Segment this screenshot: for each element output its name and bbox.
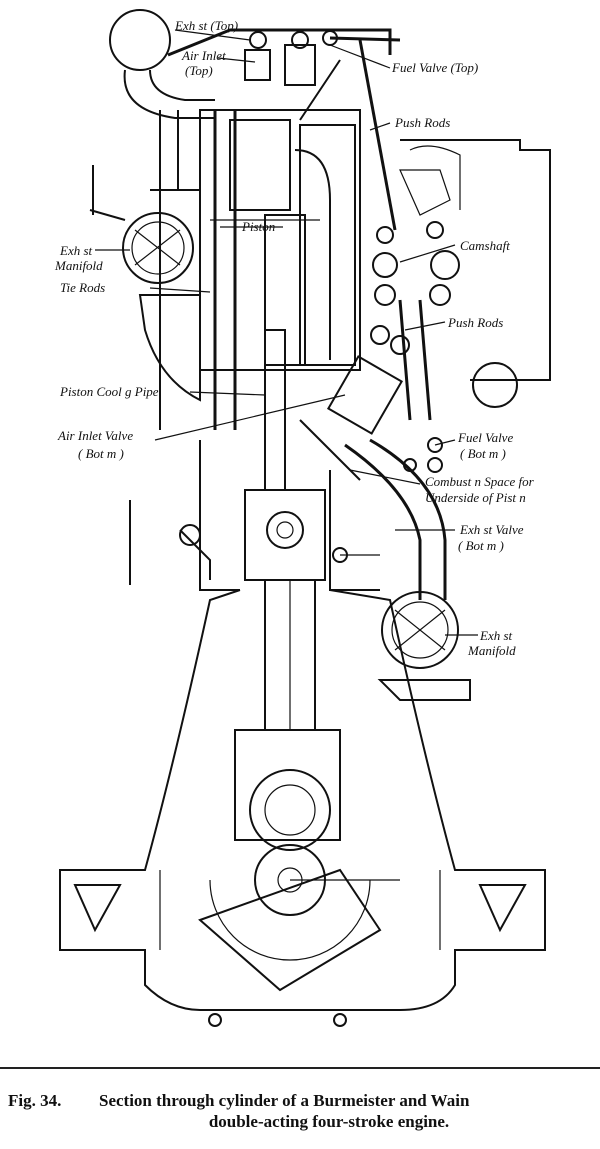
label-tie-rods: Tie Rods — [60, 280, 106, 295]
left-exhaust-manifold — [122, 212, 194, 284]
label-fuel-valve-bot: Fuel Valve — [458, 430, 514, 445]
figure-number: Fig. 34. — [8, 1091, 62, 1110]
left-frame — [89, 110, 201, 430]
label-piston: Piston — [242, 219, 276, 234]
a-frame-bedplate — [59, 589, 546, 1011]
right-exhaust-manifold — [377, 362, 518, 701]
label-air-inlet-top-sub: (Top) — [185, 63, 213, 78]
right-valve-gear — [370, 139, 551, 421]
label-exhaust-manifold-left: Exh st — [60, 243, 93, 258]
label-fuel-valve-top: Fuel Valve (Top) — [392, 60, 479, 75]
leader-lines — [95, 29, 478, 636]
crank-assembly — [198, 729, 400, 1027]
caption-line-2: double-acting four-stroke engine. — [208, 1112, 450, 1131]
caption-line-1: Section through cylinder of a Burmeister… — [99, 1091, 470, 1110]
label-exhaust-manifold-right: Exh st — [480, 628, 513, 643]
label-camshaft: Camshaft — [460, 238, 510, 253]
label-exhaust-manifold-right-sub: Manifold — [468, 643, 516, 658]
label-exhaust-top: Exh st (Top) — [175, 18, 239, 33]
label-exhaust-valve-bot: Exh st Valve — [460, 522, 524, 537]
label-air-inlet-top: Air Inlet — [182, 48, 226, 63]
top-exhaust-pipe — [109, 9, 392, 119]
label-combustion-space: Combust n Space for — [425, 474, 534, 489]
engine-section-drawing — [59, 9, 551, 1027]
cylinder-block — [199, 109, 361, 430]
label-exhaust-valve-bot-sub: ( Bot m ) — [458, 538, 504, 553]
caption-divider — [0, 1067, 600, 1069]
piston-rod-crosshead — [244, 329, 326, 731]
label-push-rods-mid: Push Rods — [448, 315, 504, 330]
label-air-inlet-valve: Air Inlet Valve — [58, 428, 134, 443]
label-fuel-valve-bot-sub: ( Bot m ) — [460, 446, 506, 461]
label-air-inlet-valve-sub: ( Bot m ) — [78, 446, 124, 461]
label-push-rods-top: Push Rods — [395, 115, 451, 130]
bottom-valve-assembly — [299, 355, 447, 600]
label-piston-cooling-pipe: Piston Cool g Pipe — [60, 384, 159, 399]
label-combustion-space-sub: Underside of Pist n — [425, 490, 526, 505]
mid-frame — [129, 440, 380, 591]
top-valve-gear — [244, 30, 401, 231]
label-exhaust-manifold-left-sub: Manifold — [55, 258, 103, 273]
